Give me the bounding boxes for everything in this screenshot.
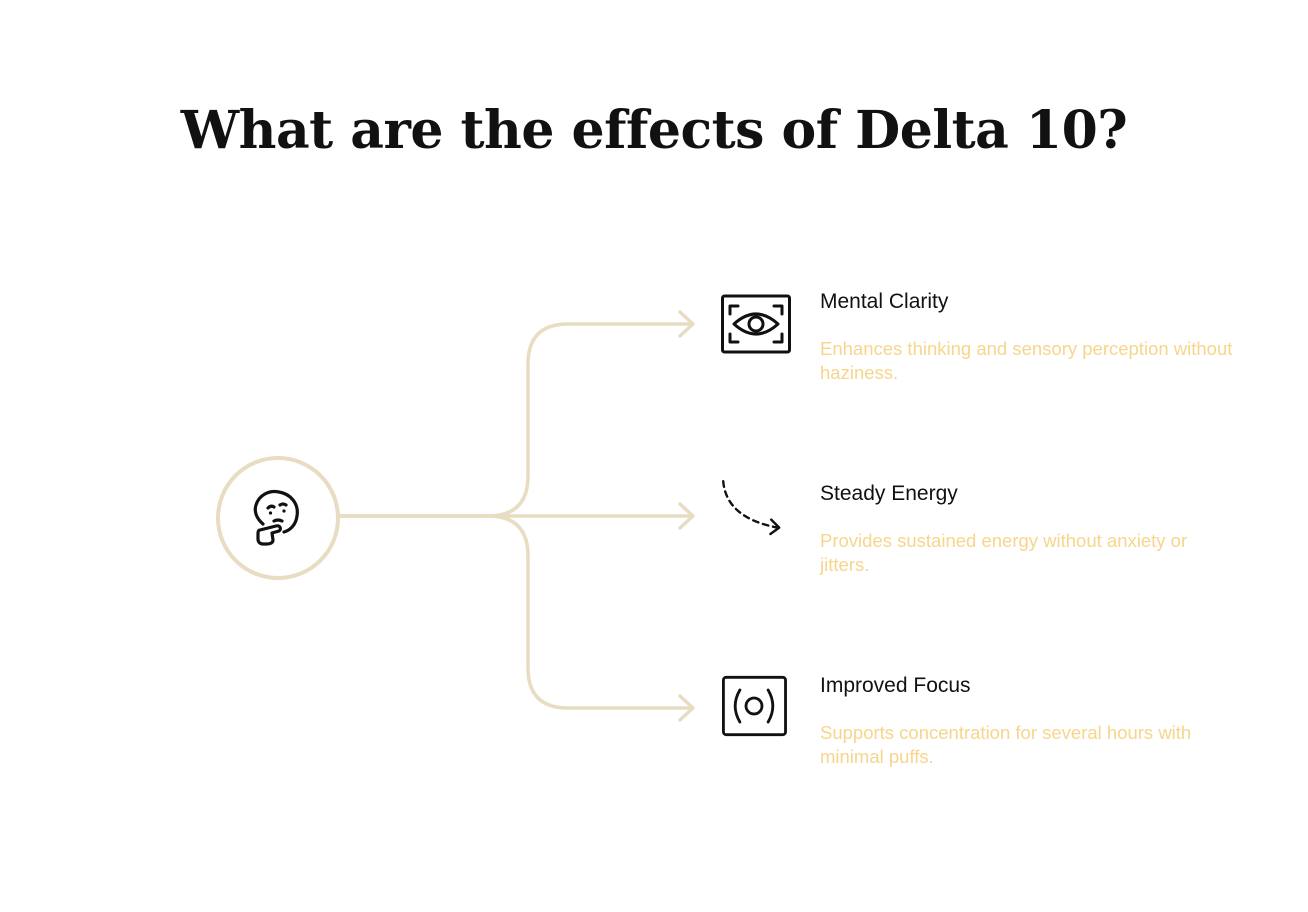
arrowhead-mental-clarity [678,310,695,338]
item-desc-improved-focus: Supports concentration for several hours… [820,722,1192,767]
hub-circle [216,456,340,580]
item-title-improved-focus: Improved Focus [820,674,971,697]
arrowhead-improved-focus [678,694,695,722]
connector-to-improved-focus [486,514,694,710]
arrowhead-steady-energy [678,502,695,530]
thinking-face-icon [253,489,299,546]
page-title: What are the effects of Delta 10? [180,100,1128,161]
connector-to-mental-clarity [334,322,694,518]
item-title-mental-clarity: Mental Clarity [820,290,949,313]
eye-scan-icon [721,294,791,354]
item-title-steady-energy: Steady Energy [820,482,958,505]
item-desc-mental-clarity: Enhances thinking and sensory perception… [820,338,1233,383]
dashed-curved-arrow-icon [722,480,781,536]
item-desc-steady-energy: Provides sustained energy without anxiet… [820,530,1188,575]
focus-target-icon [722,675,787,737]
